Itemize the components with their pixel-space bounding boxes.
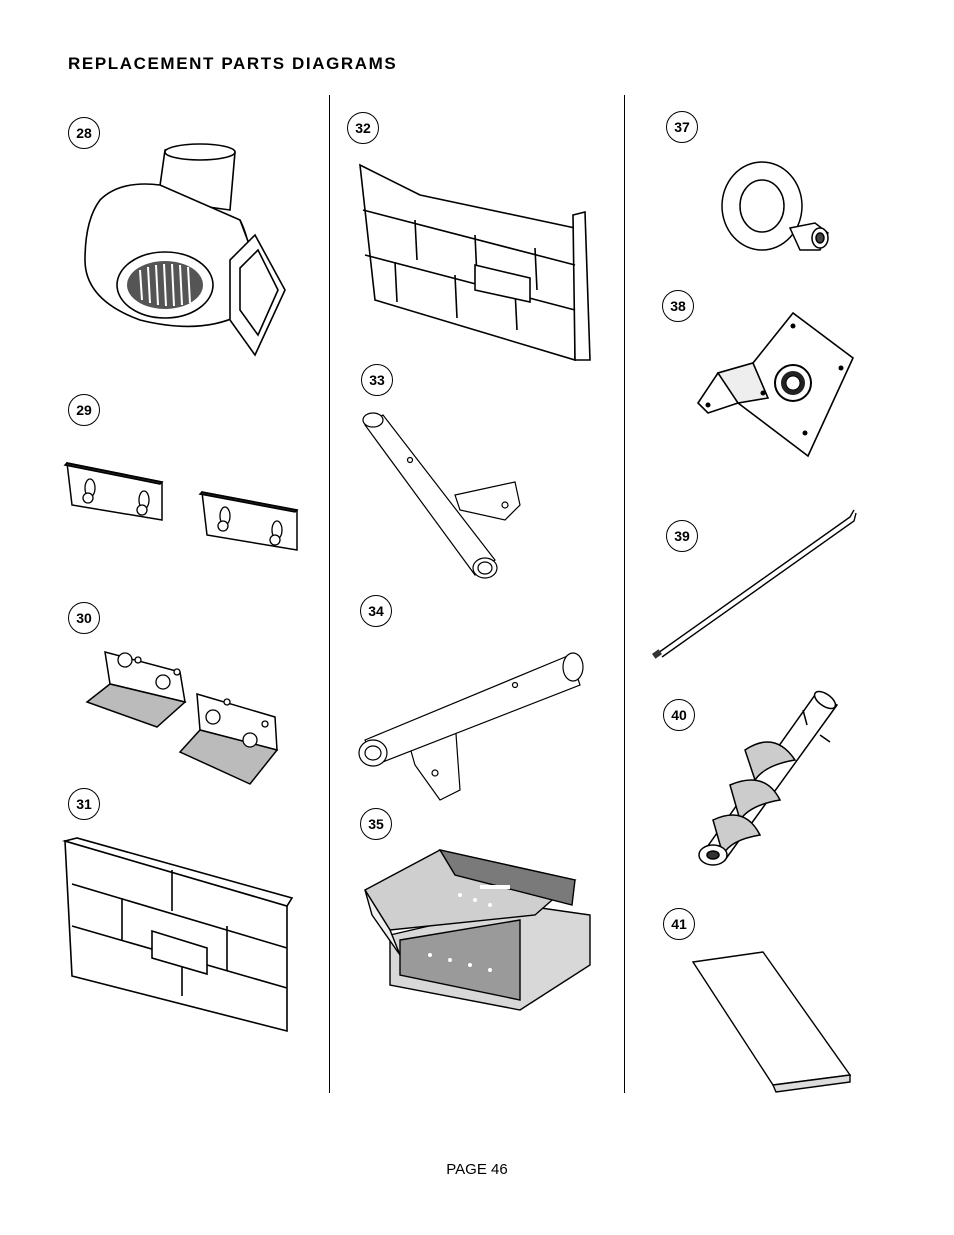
part-number-badge: 33 <box>361 364 393 396</box>
page-title: REPLACEMENT PARTS DIAGRAMS <box>68 54 398 73</box>
rod-icon <box>652 509 857 659</box>
clip-pair-icon <box>85 650 279 785</box>
burn-pot-icon <box>364 848 591 1011</box>
part-number-badge: 34 <box>360 595 392 627</box>
part-number-badge: 41 <box>663 908 695 940</box>
column-divider <box>329 95 330 1093</box>
brick-panel-icon <box>61 837 294 1033</box>
bracket-pair-icon <box>63 462 299 551</box>
part-number-badge: 29 <box>68 394 100 426</box>
tube-bracket-icon <box>358 652 584 801</box>
auger-icon <box>698 690 839 866</box>
part-number-badge: 40 <box>663 699 695 731</box>
part-number-badge: 32 <box>347 112 379 144</box>
part-number-badge: 35 <box>360 808 392 840</box>
tube-bracket-icon <box>362 412 521 579</box>
gasket-pad-icon <box>691 951 852 1093</box>
bearing-plate-icon <box>696 311 854 458</box>
part-number-badge: 30 <box>68 602 100 634</box>
part-number-badge: 37 <box>666 111 698 143</box>
part-number-badge: 39 <box>666 520 698 552</box>
collar-icon <box>721 161 829 251</box>
brick-liner-icon <box>359 163 591 362</box>
part-number-badge: 38 <box>662 290 694 322</box>
column-divider <box>624 95 625 1093</box>
page-number: PAGE 46 <box>446 1161 508 1178</box>
combustion-blower-icon <box>84 143 286 357</box>
part-number-badge: 28 <box>68 117 100 149</box>
part-number-badge: 31 <box>68 788 100 820</box>
